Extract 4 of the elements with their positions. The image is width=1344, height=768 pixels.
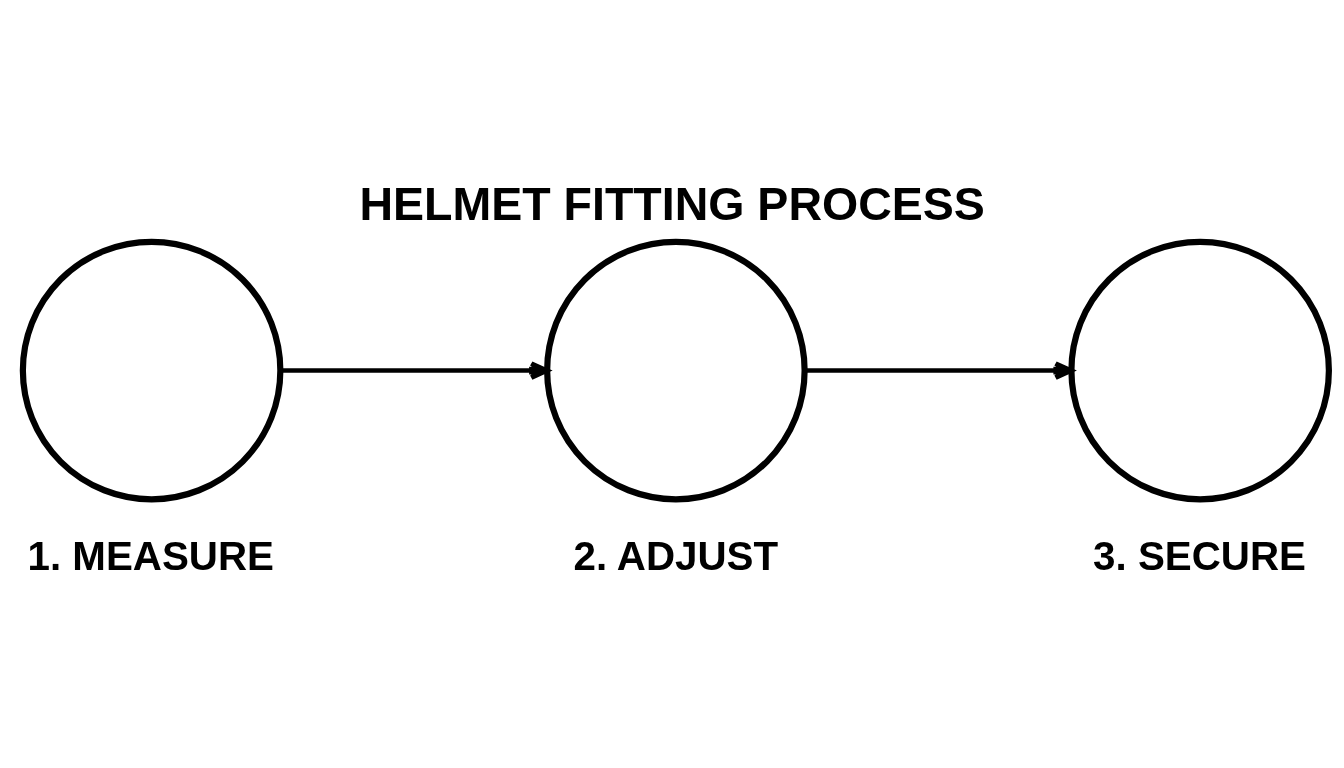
node-label: 2. ADJUST [573,532,779,579]
node-label: 3. SECURE [1093,532,1306,579]
diagram-title: HELMET FITTING PROCESS [359,177,985,230]
node-label: 1. MEASURE [27,532,274,579]
